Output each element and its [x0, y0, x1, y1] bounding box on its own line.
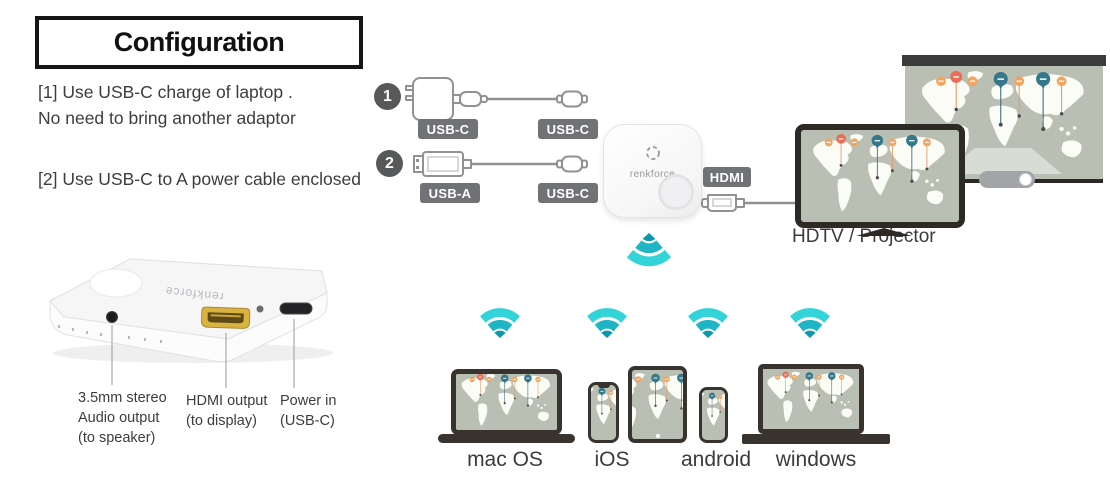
wifi-icon: [584, 302, 630, 338]
display-label: HDTV / Projector: [792, 226, 936, 247]
usbc-charger-cable-icon: [405, 77, 588, 121]
svg-text:renkforce: renkforce: [164, 284, 224, 304]
android-screen-map: [702, 390, 725, 440]
title-box: Configuration: [35, 16, 363, 69]
option-2-number: 2: [376, 150, 403, 177]
wifi-icon: [685, 302, 731, 338]
wifi-icon: [787, 302, 833, 338]
wifi-icon: [477, 302, 523, 338]
projector-device: [979, 171, 1035, 188]
option-1-right-connector-tag: USB-C: [538, 119, 598, 139]
power-port-label-line2: (USB-C): [280, 413, 335, 429]
instruction-2-line-1: [2] Use USB-C to A power cable enclosed: [38, 169, 361, 189]
windows-laptop-base: [742, 434, 890, 444]
windows-screen-map: [763, 369, 859, 429]
instruction-1-line-1: [1] Use USB-C charge of laptop .: [38, 82, 293, 102]
screw: [256, 305, 264, 313]
audio-jack-port: [106, 311, 118, 323]
hdmi-port-label-line1: HDMI output: [186, 393, 268, 409]
receiver-button: [658, 174, 694, 210]
tv-world-map: [801, 130, 959, 222]
instruction-2: [2] Use USB-C to A power cable enclosed: [38, 166, 361, 192]
mac-laptop: [451, 369, 562, 435]
ios-screen-map: [591, 385, 616, 440]
instruction-1: [1] Use USB-C charge of laptop . No need…: [38, 79, 296, 131]
page-title: Configuration: [113, 27, 285, 57]
projector-screen-bar: [902, 55, 1106, 66]
usba-to-usbc-cable-icon: [413, 151, 588, 177]
receiver-brand-label: renkforce: [629, 169, 676, 180]
renkforce-logo-icon: [645, 146, 660, 160]
projector-lens: [1019, 173, 1032, 186]
option-1-left-connector-tag: USB-C: [418, 119, 478, 139]
option-2-left-connector-tag: USB-A: [420, 183, 480, 203]
receiver-product-photo: renkforce: [49, 258, 333, 388]
option-1-number: 1: [374, 83, 401, 110]
hdmi-connector-tag: HDMI: [703, 167, 751, 187]
windows-laptop: [758, 364, 864, 434]
audio-port-label-line3: (to speaker): [78, 430, 156, 446]
ios-phone: [588, 382, 619, 443]
tablet-screen-map: [632, 370, 683, 439]
wifi-icon: [623, 233, 675, 273]
mac-screen-map: [456, 374, 557, 430]
android-phone: [699, 387, 728, 443]
audio-port-label-line2: Audio output: [78, 410, 160, 426]
instruction-1-line-2: No need to bring another adaptor: [38, 108, 296, 128]
hdmi-plug-icon: [701, 194, 800, 212]
hdmi-port-label-line2: (to display): [186, 413, 257, 429]
option-2-right-connector-tag: USB-C: [538, 183, 598, 203]
power-port-label-line1: Power in: [280, 393, 337, 409]
audio-port-label-line1: 3.5mm stereo: [78, 390, 167, 406]
tablet-home-button: [655, 434, 660, 438]
hdmi-port: [201, 306, 251, 329]
tablet: [628, 366, 687, 443]
usbc-port: [279, 302, 313, 315]
audio-port-label: 3.5mm stereo Audio output (to speaker): [78, 388, 167, 448]
power-port-label: Power in (USB-C): [280, 391, 336, 431]
os-label-ios: iOS: [594, 448, 630, 471]
receiver-device: renkforce: [603, 124, 702, 218]
os-label-android: android: [680, 448, 752, 471]
hdmi-port-label: HDMI output (to display): [186, 391, 267, 431]
os-label-windows: windows: [775, 448, 857, 471]
mac-laptop-base: [438, 434, 575, 443]
os-label-macos: mac OS: [467, 448, 543, 471]
tv-stand: [856, 228, 912, 236]
hdtv: [795, 124, 965, 228]
phone-notch: [597, 385, 610, 388]
